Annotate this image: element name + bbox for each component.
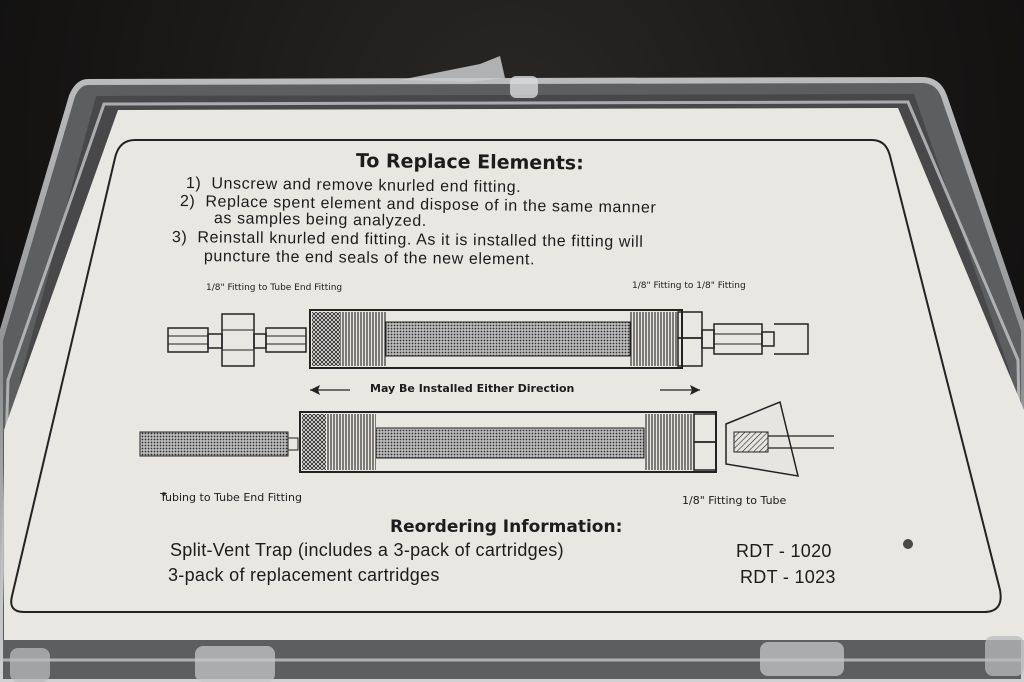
bottom-cartridge-diagram xyxy=(139,400,834,477)
reorder-row-1-part: RDT - 1020 xyxy=(736,541,832,561)
step-1-number: 1) xyxy=(185,175,202,193)
step-3-continued: puncture the end seals of the new elemen… xyxy=(203,248,536,269)
direction-arrows xyxy=(310,385,700,395)
card-title: To Replace Elements: xyxy=(355,150,584,175)
case-inner-rim xyxy=(0,100,1024,662)
bottom-hinges xyxy=(10,636,1024,682)
label-bottom-left: Tubing to Tube End Fitting xyxy=(160,491,302,504)
card-border xyxy=(10,139,1002,613)
paper-insert xyxy=(4,108,1024,640)
reorder-row-2-desc: 3-pack of replacement cartridges xyxy=(168,565,440,585)
step-3-number: 3) xyxy=(171,229,188,247)
top-hinge xyxy=(400,56,538,98)
label-top-left: 1/8" Fitting to Tube End Fitting xyxy=(206,283,343,293)
reorder-row-2-part: RDT - 1023 xyxy=(740,567,836,587)
label-bottom-right: 1/8" Fitting to Tube xyxy=(682,494,787,507)
label-top-right: 1/8" Fitting to 1/8" Fitting xyxy=(632,281,746,291)
step-2-number: 2) xyxy=(179,193,196,211)
reorder-title: Reordering Information: xyxy=(390,517,623,537)
step-1-text: Unscrew and remove knurled end fitting. xyxy=(211,175,522,197)
reorder-row-1-desc: Split-Vent Trap (includes a 3-pack of ca… xyxy=(170,540,564,560)
top-cartridge-diagram xyxy=(167,309,809,369)
label-direction: May Be Installed Either Direction xyxy=(370,382,575,395)
step-2-continued: as samples being analyzed. xyxy=(213,210,428,230)
